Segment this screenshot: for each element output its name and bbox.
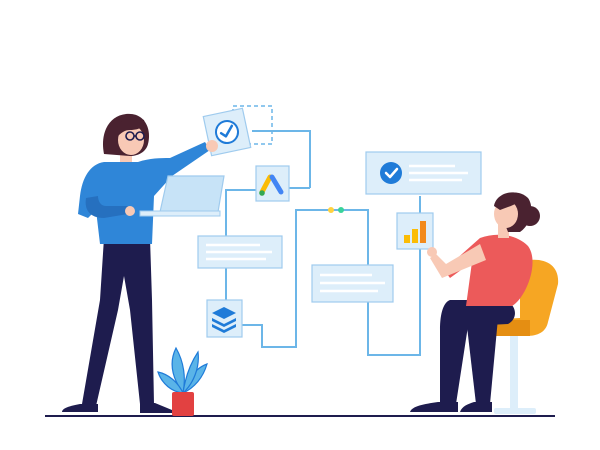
text-card-left <box>197 235 283 269</box>
node-green <box>338 207 344 213</box>
checkmark-card <box>365 151 482 195</box>
layers-icon <box>212 307 236 333</box>
bar-chart-icon <box>404 221 426 243</box>
bar-chart-card <box>396 212 434 250</box>
laptop <box>139 175 225 217</box>
google-ads-icon <box>259 174 284 196</box>
node-yellow <box>328 207 334 213</box>
standing-woman <box>62 113 225 413</box>
plant-pot <box>172 392 194 416</box>
check-badge-icon <box>215 120 239 144</box>
text-card-middle <box>311 264 394 303</box>
checkmark-circle-icon <box>380 162 402 184</box>
seated-woman <box>410 192 559 414</box>
potted-plant <box>157 346 208 416</box>
google-ads-card <box>255 165 290 202</box>
layers-card <box>206 299 243 338</box>
